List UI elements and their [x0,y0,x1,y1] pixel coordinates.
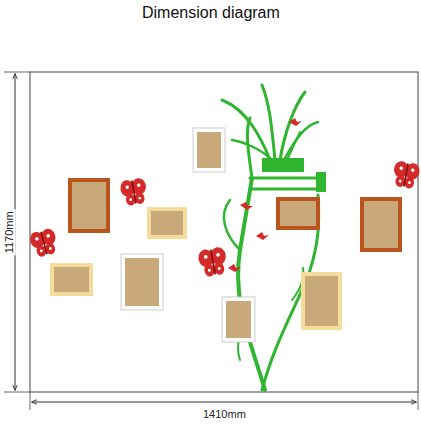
shelf-lamp [316,172,326,192]
diagram-title: Dimension diagram [140,4,282,22]
dimension-label: 1410mm [201,408,248,421]
width-dimension-line [32,402,416,403]
plant-pot [262,158,304,172]
photo-frames [50,128,402,342]
plant-decal [222,85,319,390]
butterflies [28,160,421,278]
dimension-label: 1170mm [3,209,16,255]
wall-outline [30,72,418,392]
small-birds [228,118,302,272]
